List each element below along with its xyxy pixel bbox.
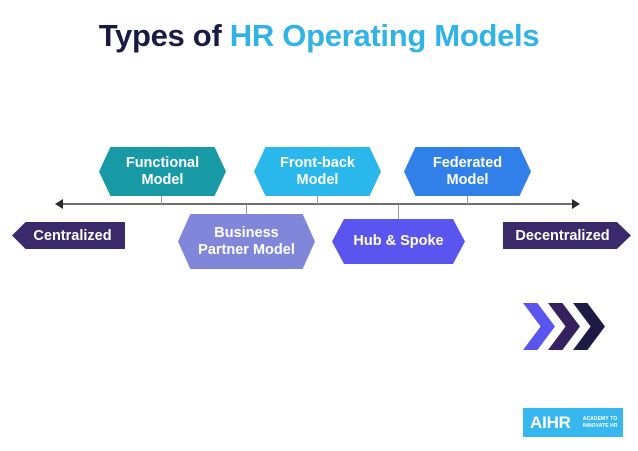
aihr-logo-tagline: ACADEMY TO INNOVATE HR [582, 415, 618, 429]
model-chip-hub-spoke[interactable]: Hub & Spoke [332, 219, 465, 264]
model-chip-front-back[interactable]: Front-back Model [254, 147, 381, 196]
axis-arrowhead-right-icon [572, 199, 580, 209]
aihr-logo-wordmark: AIHR [530, 413, 571, 432]
model-chip-functional[interactable]: Functional Model [99, 147, 226, 196]
axis-endpoint-decentralized-label: Decentralized [515, 227, 610, 244]
connector-tick-hub-spoke [398, 205, 399, 223]
model-chip-front-back-label: Front-back Model [280, 155, 355, 188]
model-chip-federated[interactable]: Federated Model [404, 147, 531, 196]
model-chip-business-partner-label: Business Partner Model [198, 225, 295, 258]
model-chip-hub-spoke-label: Hub & Spoke [353, 233, 444, 250]
model-chip-functional-label: Functional Model [125, 155, 200, 188]
model-chip-business-partner[interactable]: Business Partner Model [178, 214, 315, 269]
axis-endpoint-centralized: Centralized [12, 222, 125, 249]
model-chip-federated-label: Federated Model [432, 155, 503, 188]
axis-arrowhead-left-icon [55, 199, 63, 209]
page-title: Types of HR Operating Models [0, 18, 638, 54]
axis-endpoint-centralized-label: Centralized [33, 227, 112, 244]
page-title-prefix: Types of [98, 18, 230, 53]
spectrum-axis [55, 199, 580, 209]
chevron-right-icon-1 [523, 303, 555, 350]
decorative-chevrons [523, 303, 623, 350]
aihr-logo: AIHR ACADEMY TO INNOVATE HR [523, 408, 623, 437]
axis-endpoint-decentralized: Decentralized [503, 222, 631, 249]
page-title-accent: HR Operating Models [229, 18, 540, 53]
